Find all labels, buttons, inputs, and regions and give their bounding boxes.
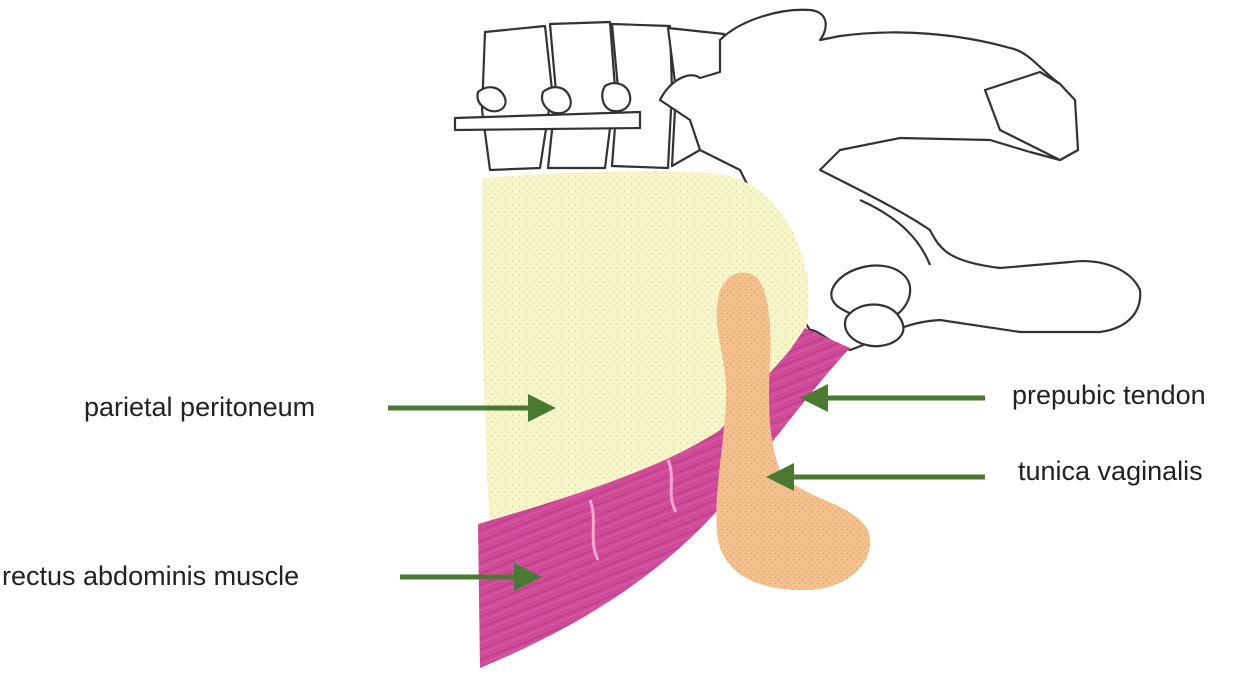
label-prepubic-tendon: prepubic tendon xyxy=(1012,380,1206,410)
intervertebral-disc-row xyxy=(453,110,642,132)
tendinous-intersection-2 xyxy=(666,459,678,513)
pointer-arrows xyxy=(388,384,985,591)
spinous-process-1 xyxy=(476,86,507,113)
tunica-stipple xyxy=(716,272,871,591)
arrow-tunica-vaginalis xyxy=(766,463,985,491)
spinous-process-2 xyxy=(540,86,572,115)
arrow-parietal-peritoneum xyxy=(388,394,556,422)
label-parietal-peritoneum: parietal peritoneum xyxy=(84,392,316,422)
obturator-foramen xyxy=(830,264,912,321)
arrow-prepubic-tendon xyxy=(800,384,985,412)
vertebra-1 xyxy=(480,24,554,172)
acetabulum xyxy=(843,303,905,348)
spinous-process-3 xyxy=(601,82,632,113)
peritoneum-stipple xyxy=(482,171,809,526)
parietal-peritoneum-region xyxy=(482,171,809,526)
tendinous-intersection-1 xyxy=(588,499,600,561)
label-tunica-vaginalis: tunica vaginalis xyxy=(1018,456,1203,486)
arrow-rectus-abdominis xyxy=(400,563,542,591)
label-rectus-abdominis-muscle: rectus abdominis muscle xyxy=(2,561,300,591)
tail-vertebrae xyxy=(983,70,1080,162)
pubic-line xyxy=(859,198,932,266)
tunica-vaginalis-region xyxy=(716,272,871,591)
